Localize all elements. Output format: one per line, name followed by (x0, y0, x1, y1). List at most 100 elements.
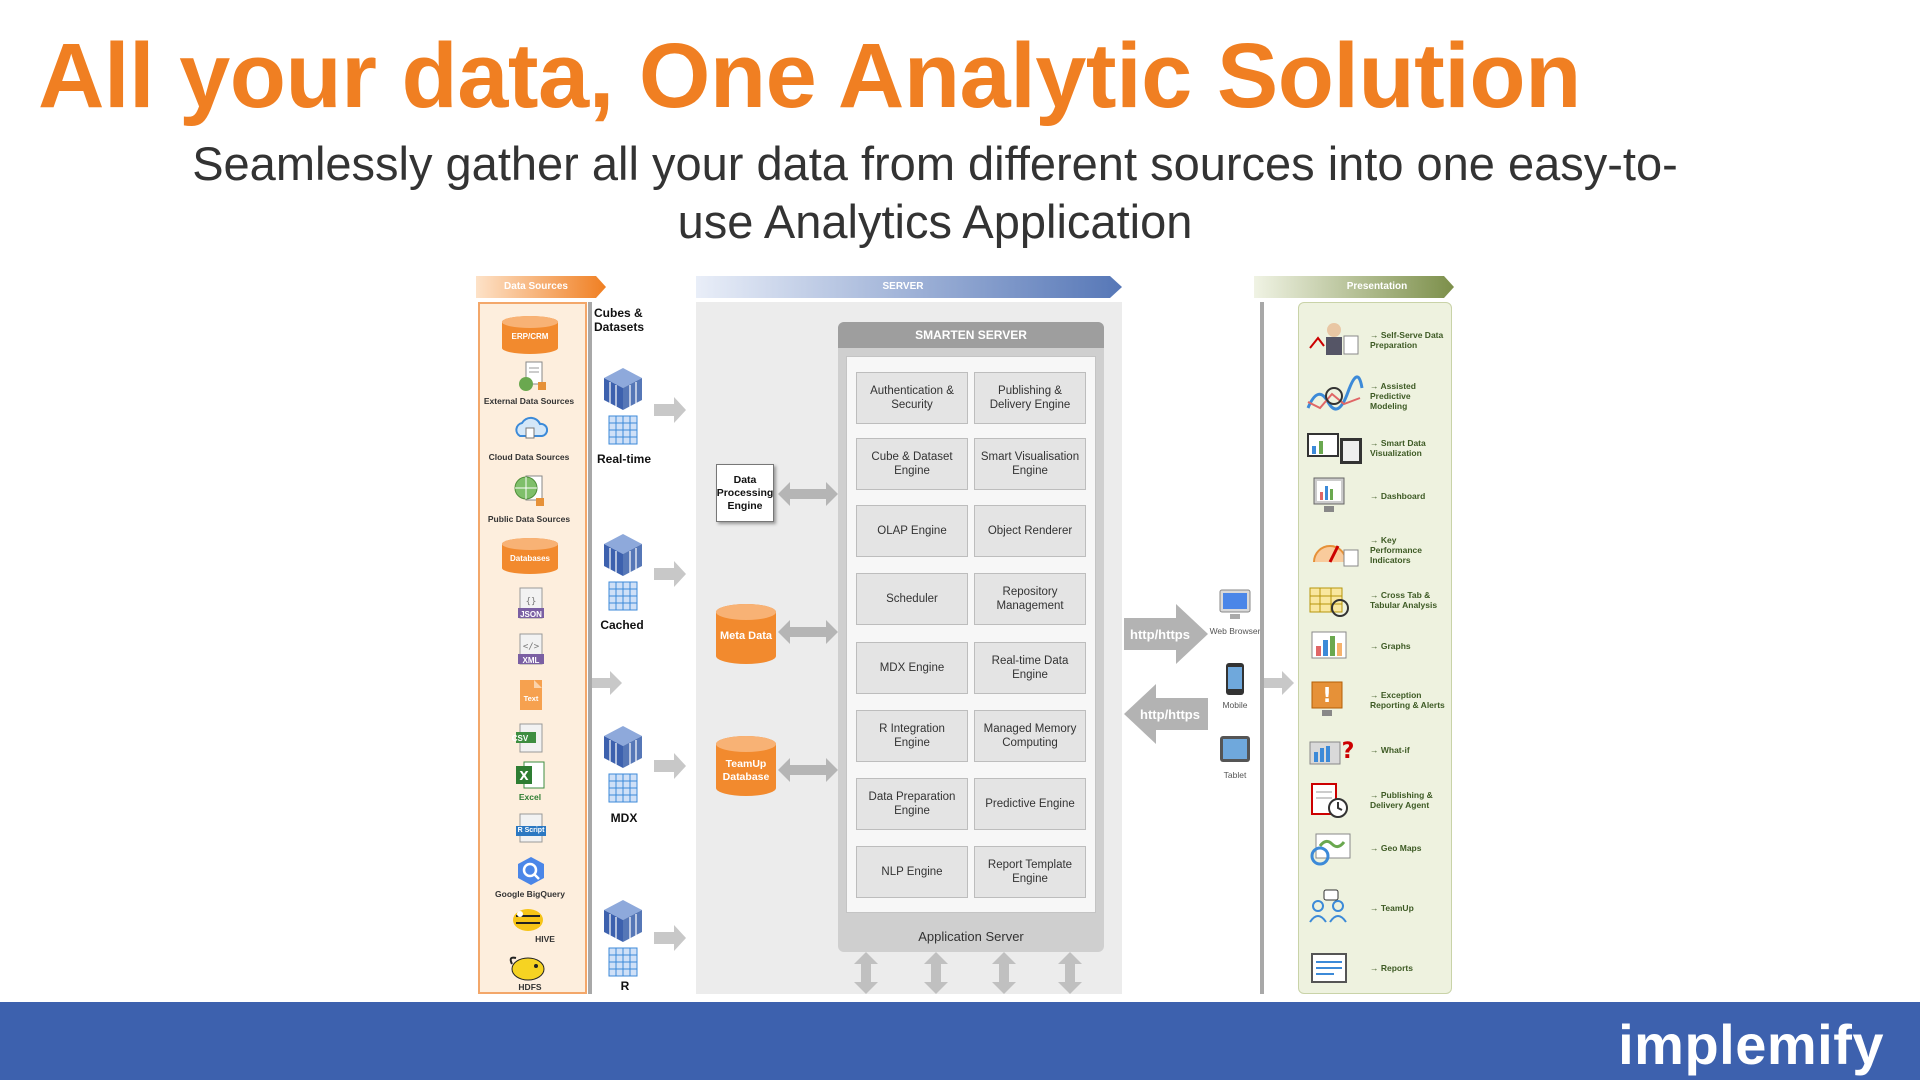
cube-mdx-label: MDX (610, 811, 638, 825)
cross-tab-label: → Cross Tab & Tabular Analysis (1370, 590, 1438, 610)
app-server-vertical-arrow-4 (1058, 952, 1082, 994)
publishing-agent-icon (1311, 783, 1348, 818)
r-script-icon (516, 813, 546, 843)
engine-publishing-delivery: Publishing & Delivery Engine (974, 372, 1086, 424)
engine-managed-memory-computing: Managed Memory Computing (974, 710, 1086, 762)
bigquery-icon (518, 857, 544, 885)
xml-icon: </> (518, 633, 544, 665)
cube-mdx-icon (604, 726, 642, 803)
app-server-vertical-arrow-2 (924, 952, 948, 994)
web-browser-label: Web Browser (1209, 626, 1261, 636)
external-data-icon (519, 361, 546, 391)
presentation-header: Presentation (1346, 281, 1408, 292)
json-label: JSON (520, 610, 542, 619)
smart-visualization-icon (1307, 433, 1362, 464)
presentation-header-arrow (1254, 276, 1454, 298)
erp-crm-label: ERP/CRM (511, 332, 549, 341)
svg-text:</>: </> (523, 642, 540, 652)
engine-olap: OLAP Engine (856, 505, 968, 557)
pres-self-serve-data-preparation: → Self-Serve Data Preparation (1304, 318, 1448, 362)
svg-text:!: ! (1322, 683, 1331, 707)
databases-label: Databases (509, 554, 551, 563)
engine-object-renderer: Object Renderer (974, 505, 1086, 557)
hdfs-label: HDFS (518, 982, 542, 992)
exception-alert-label: → Exception Reporting & Alerts (1370, 690, 1445, 710)
pres-assisted-predictive-modeling: → Assisted Predictive Modeling (1304, 374, 1448, 418)
cube-real-time-label: Real-time (596, 452, 652, 466)
excel-label: Excel (518, 792, 542, 802)
data-sources-header-arrow (476, 276, 606, 298)
pres-what-if: ? → What-if (1304, 728, 1448, 772)
real-time-flow-arrow (654, 397, 686, 423)
cubes-header: Cubes & Datasets (594, 306, 645, 334)
app-server-vertical-arrow-1 (854, 952, 878, 994)
cloud-data-icon (515, 416, 548, 439)
pres-graphs: → Graphs (1304, 624, 1448, 668)
cloud-data-label: Cloud Data Sources (488, 452, 570, 462)
http-in-arrow (1124, 684, 1208, 744)
pres-cross-tab-tabular-analysis: → Cross Tab & Tabular Analysis (1304, 578, 1448, 622)
pres-smart-data-visualization: → Smart Data Visualization (1304, 426, 1448, 470)
json-icon: {} (518, 587, 544, 619)
tablet-icon (1220, 736, 1250, 762)
reports-label: → Reports (1370, 963, 1413, 973)
brand-logo: implemify (1618, 1013, 1884, 1076)
server-header-arrow (696, 276, 1122, 298)
app-server-vertical-arrow-3 (992, 952, 1016, 994)
server-header: SERVER (882, 281, 924, 292)
engine-smart-visualisation: Smart Visualisation Engine (974, 438, 1086, 490)
meta-data-label: Meta Data (720, 630, 772, 642)
geo-maps-icon (1310, 833, 1351, 866)
data-processing-engine: Data Processing Engine (716, 464, 774, 522)
pres-dashboard: → Dashboard (1304, 474, 1448, 518)
teamup-database-label: TeamUp Database (722, 758, 770, 783)
cross-tab-icon (1309, 587, 1349, 617)
data-sources-flow-arrow (592, 671, 622, 695)
dpe-double-arrow (778, 482, 838, 506)
engine-scheduler: Scheduler (856, 573, 968, 625)
excel-icon: X (516, 761, 545, 789)
data-sources-divider (588, 302, 592, 994)
publishing-agent-label: → Publishing & Delivery Agent (1370, 790, 1433, 810)
csv-icon (516, 723, 543, 753)
bigquery-label: Google BigQuery (495, 889, 565, 899)
teamup-double-arrow (778, 758, 838, 782)
predictive-modeling-label: → Assisted Predictive Modeling (1370, 381, 1416, 411)
meta-data-cylinder (716, 604, 776, 664)
dashboard-label: → Dashboard (1370, 491, 1426, 501)
mobile-label: Mobile (1222, 700, 1248, 710)
pres-teamup: → TeamUp (1304, 886, 1448, 930)
geo-maps-label: → Geo Maps (1370, 843, 1422, 853)
cube-cached-icon (604, 534, 642, 611)
pres-reports: → Reports (1304, 946, 1448, 990)
what-if-label: → What-if (1370, 745, 1410, 755)
reports-icon (1311, 953, 1347, 983)
slide-subtitle: Seamlessly gather all your data from dif… (192, 137, 1678, 248)
smarten-server-header-bar (838, 322, 1104, 348)
devices-flow-arrow (1264, 671, 1294, 695)
kpi-icon (1313, 545, 1359, 567)
data-sources-header: Data Sources (504, 281, 568, 292)
application-server: Application Server (918, 928, 1024, 944)
pres-publishing-delivery-agent: → Publishing & Delivery Agent (1304, 778, 1448, 822)
tablet-label: Tablet (1223, 770, 1247, 780)
pres-geo-maps: → Geo Maps (1304, 826, 1448, 870)
what-if-icon: ? (1309, 739, 1355, 765)
hive-label: HIVE (535, 934, 555, 944)
web-browser-icon (1219, 589, 1251, 619)
engine-authentication-security: Authentication & Security (856, 372, 968, 424)
self-serve-data-prep-icon (1309, 323, 1359, 355)
http-in-label: http/https (1140, 707, 1200, 722)
text-file-icon (520, 680, 542, 710)
public-data-label: Public Data Sources (487, 514, 571, 524)
predictive-modeling-icon (1306, 375, 1364, 411)
xml-label: XML (522, 656, 540, 665)
external-data-label: External Data Sources (483, 396, 575, 406)
svg-text:X: X (519, 769, 529, 783)
engine-r-integration: R Integration Engine (856, 710, 968, 762)
csv-label: CSV (511, 734, 529, 743)
mobile-icon (1226, 663, 1244, 695)
svg-text:?: ? (1342, 739, 1355, 764)
engine-report-template: Report Template Engine (974, 846, 1086, 898)
